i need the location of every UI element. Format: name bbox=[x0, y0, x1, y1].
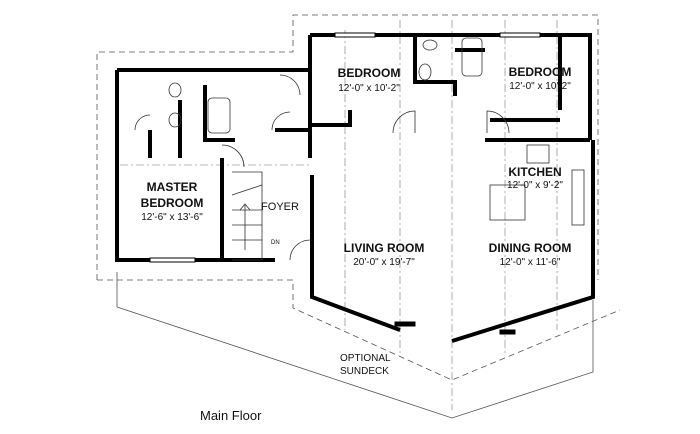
plan-title: Main Floor bbox=[200, 408, 262, 423]
bedroom-2-size: 12'-0" x 10'-2" bbox=[509, 81, 571, 92]
bedroom-1-size: 12'-0" x 10'-2" bbox=[338, 83, 400, 94]
living-room-size: 20'-0" x 19'-7" bbox=[353, 257, 415, 268]
doors bbox=[134, 74, 510, 261]
bedroom-1-label: BEDROOM bbox=[337, 66, 401, 80]
master-size: 12'-6" x 13'-6" bbox=[141, 212, 203, 223]
kitchen-size: 12'-0" x 9'-2" bbox=[507, 180, 563, 191]
dining-room-label: DINING ROOM bbox=[488, 241, 572, 255]
living-room-label: LIVING ROOM bbox=[343, 241, 425, 255]
bedroom-2-label: BEDROOM bbox=[508, 65, 572, 79]
kitchen-label: KITCHEN bbox=[508, 165, 562, 179]
fixtures bbox=[168, 37, 585, 261]
stair-down-label: DN bbox=[271, 240, 280, 246]
dimension-lines bbox=[120, 20, 558, 410]
master-label-line2: BEDROOM bbox=[140, 196, 204, 210]
deck-label-line1: OPTIONAL bbox=[340, 353, 391, 364]
deck-label-line2: SUNDECK bbox=[340, 366, 389, 377]
windows bbox=[149, 32, 541, 335]
master-label-line1: MASTER bbox=[146, 180, 198, 194]
foyer-label: FOYER bbox=[261, 201, 299, 213]
dining-room-size: 12'-0" x 11'-6" bbox=[499, 257, 561, 268]
deck-outline bbox=[96, 14, 621, 419]
